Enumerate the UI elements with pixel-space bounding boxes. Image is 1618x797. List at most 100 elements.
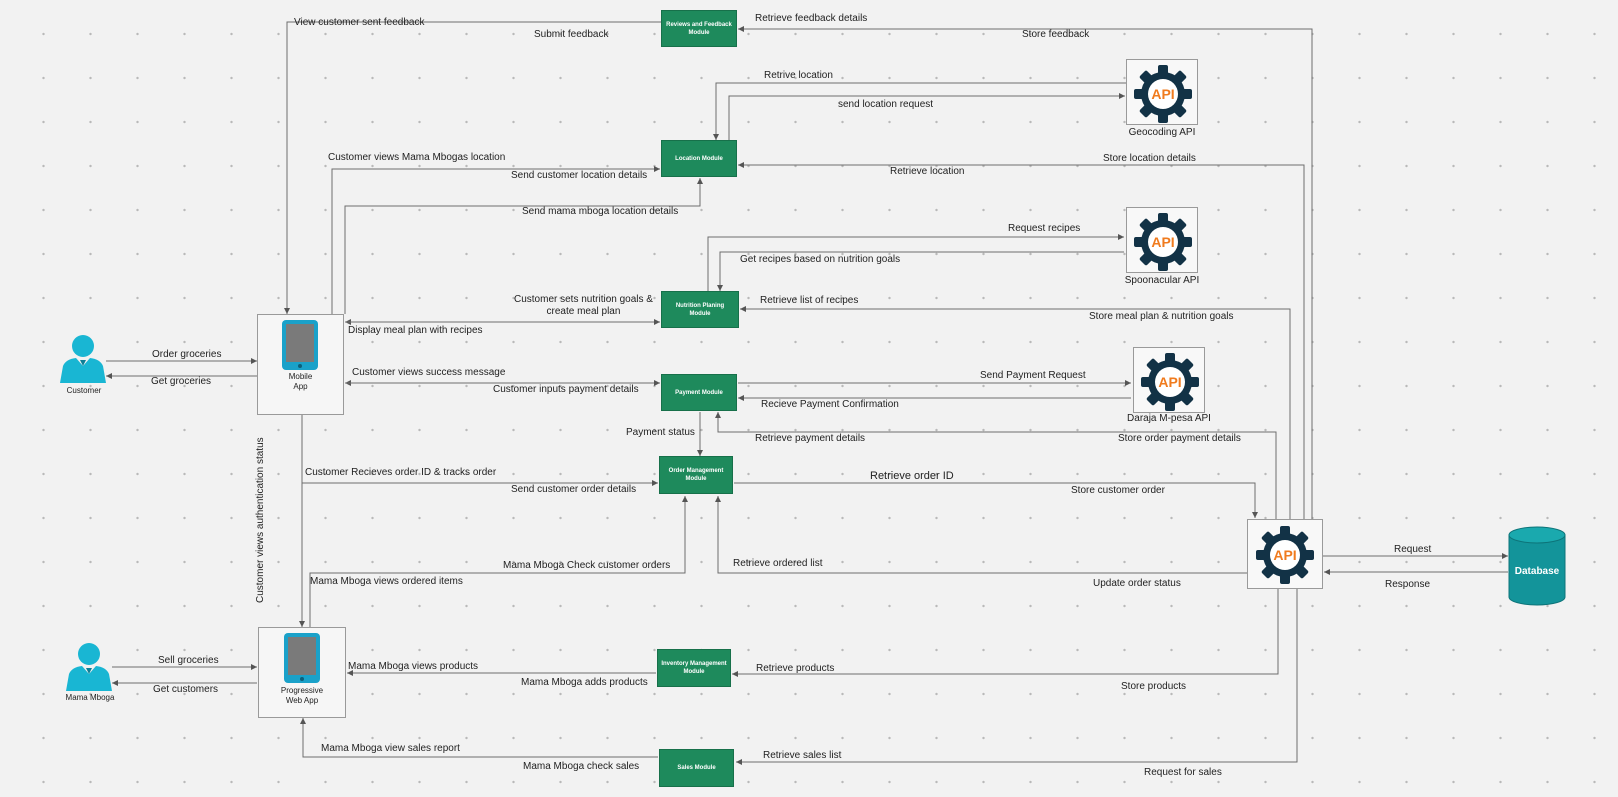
label-update-order-status: Update order status: [1093, 578, 1181, 589]
order-module: Order Management Module: [659, 456, 733, 494]
mama-mboga-label: Mama Mboga: [65, 693, 115, 702]
edge-store-payment: [715, 412, 1277, 519]
label-retrieve-products: Retrieve products: [756, 663, 835, 674]
spoonacular-api-label: Spoonacular API: [1124, 275, 1200, 286]
label-customer-inputs-payment: Customer inputs payment details: [493, 384, 639, 395]
label-retrieve-ordered-list: Retrieve ordered list: [733, 558, 823, 569]
api-gateway-node: API: [1247, 519, 1323, 589]
edge-retrive-location: [713, 82, 1127, 140]
api-badge-text: API: [1158, 374, 1181, 390]
label-submit-feedback: Submit feedback: [534, 29, 609, 40]
label-retrieve-payment: Retrieve payment details: [755, 433, 866, 444]
spoonacular-api-node: API: [1126, 207, 1198, 273]
edge-retrieve-products: [732, 589, 1279, 677]
label-send-payment-request: Send Payment Request: [980, 370, 1086, 381]
edge-customer-views-location: [331, 166, 660, 314]
label-mama-view-sales: Mama Mboga view sales report: [321, 743, 460, 754]
inventory-module: Inventory Management Module: [657, 649, 731, 687]
label-order-groceries: Order groceries: [152, 349, 222, 360]
label-auth-status: Customer views authentication status: [255, 437, 266, 603]
label-customer-views-success: Customer views success message: [352, 367, 506, 378]
label-request-recipes: Request recipes: [1008, 223, 1081, 234]
label-response: Response: [1385, 579, 1431, 590]
edge-request-recipes: [707, 234, 1124, 291]
label-customer-receives-order: Customer Recieves order ID & tracks orde…: [305, 467, 497, 478]
edge-store-meal-plan: [740, 306, 1291, 519]
mama-mboga-actor-icon: [64, 641, 114, 691]
label-receive-payment-confirmation: Recieve Payment Confirmation: [761, 399, 899, 410]
label-store-meal-plan: Store meal plan & nutrition goals: [1089, 311, 1234, 322]
label-retrive-location: Retrive location: [764, 70, 833, 81]
label-send-order-details: Send customer order details: [511, 484, 637, 495]
tablet-icon: [282, 320, 318, 370]
label-sell-groceries: Sell groceries: [158, 655, 219, 666]
label-customer-views-location: Customer views Mama Mbogas location: [328, 152, 506, 163]
label-retrieve-sales: Retrieve sales list: [763, 750, 842, 761]
label-retrieve-order-id: Retrieve order ID: [870, 470, 954, 482]
api-badge-text: API: [1151, 86, 1174, 102]
label-mama-check-sales: Mama Mboga check sales: [523, 761, 640, 772]
label-payment-status: Payment status: [626, 427, 695, 438]
edge-view-feedback: [284, 21, 661, 314]
label-mama-adds-products: Mama Mboga adds products: [521, 677, 648, 688]
geocoding-api-label: Geocoding API: [1128, 127, 1196, 138]
label-store-customer-order: Store customer order: [1071, 485, 1165, 496]
customer-label: Customer: [66, 386, 102, 395]
database-icon: [1508, 526, 1566, 606]
edge-get-recipes: [717, 251, 1124, 291]
api-gear-icon: API: [1134, 65, 1192, 123]
mobile-app-node: Mobile App: [257, 314, 344, 415]
edge-send-location-request: [728, 93, 1125, 140]
sales-module: Sales Module: [659, 749, 734, 787]
location-module: Location Module: [661, 140, 737, 177]
database-label: Database: [1514, 566, 1560, 577]
pwa-label: Progressive Web App: [280, 686, 324, 705]
label-store-products: Store products: [1121, 681, 1187, 692]
daraja-api-label: Daraja M-pesa API: [1127, 413, 1211, 424]
payment-module: Payment Module: [661, 374, 737, 411]
edge-store-customer-order: [734, 482, 1258, 518]
label-mama-views-products: Mama Mboga views products: [348, 661, 479, 672]
edge-retrieve-sales: [736, 589, 1298, 765]
edge-retrieve-ordered: [715, 496, 1247, 574]
api-badge-text: API: [1151, 234, 1174, 250]
feedback-module: Reviews and Feedback Module: [661, 10, 737, 47]
label-get-customers: Get customers: [153, 684, 219, 695]
label-request: Request: [1394, 544, 1432, 555]
pwa-node: Progressive Web App: [258, 627, 346, 718]
edge-store-feedback: [738, 26, 1313, 519]
label-mama-check-orders: Mama Mboga Check customer orders: [503, 560, 671, 571]
tablet-icon: [284, 633, 320, 683]
label-customer-sets-goals: Customer sets nutrition goals & create m…: [514, 294, 653, 317]
edge-store-location: [738, 162, 1305, 519]
label-get-groceries: Get groceries: [151, 376, 212, 387]
label-view-feedback: View customer sent feedback: [294, 17, 425, 28]
customer-actor-icon: [58, 333, 108, 383]
api-gear-icon: API: [1134, 213, 1192, 271]
api-gear-icon: API: [1141, 353, 1199, 411]
label-store-order-payment: Store order payment details: [1118, 433, 1241, 444]
label-store-location: Store location details: [1103, 153, 1196, 164]
edge-send-mama-location: [344, 178, 703, 314]
edge-mama-view-sales: [300, 718, 658, 758]
label-retrieve-feedback: Retrieve feedback details: [755, 13, 868, 24]
label-retrieve-location: Retrieve location: [890, 166, 965, 177]
label-display-meal-plan: Display meal plan with recipes: [348, 325, 483, 336]
daraja-api-node: API: [1133, 347, 1205, 413]
label-get-recipes: Get recipes based on nutrition goals: [740, 254, 901, 265]
api-badge-text: API: [1273, 547, 1296, 563]
label-send-mama-location: Send mama mboga location details: [522, 206, 679, 217]
mobile-app-label: Mobile App: [288, 372, 313, 391]
label-send-customer-location: Send customer location details: [511, 170, 648, 181]
label-mama-views-ordered: Mama Mboga views ordered items: [310, 576, 463, 587]
label-send-location-request: send location request: [838, 99, 934, 110]
geocoding-api-node: API: [1126, 59, 1198, 125]
nutrition-module: Nutrition Planing Module: [661, 291, 739, 328]
label-store-feedback: Store feedback: [1022, 29, 1090, 40]
label-retrieve-recipes: Retrieve list of recipes: [760, 295, 859, 306]
label-request-sales: Request for sales: [1144, 767, 1222, 778]
edge-mama-check-orders: [309, 496, 688, 627]
api-gear-icon: API: [1256, 526, 1314, 584]
